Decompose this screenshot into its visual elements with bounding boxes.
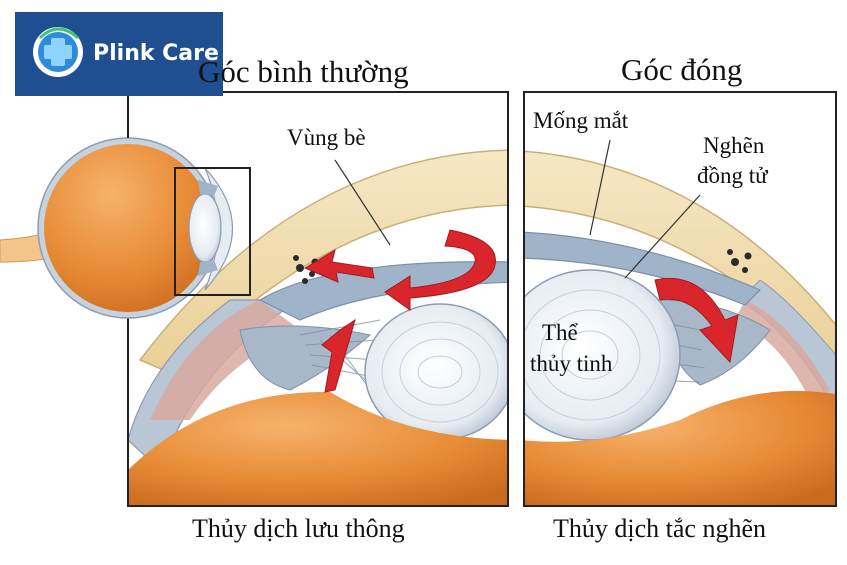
label-lens-line1: Thể [542, 320, 579, 345]
right-panel-frame [523, 91, 837, 507]
label-pupil-block-line1: Nghẽn [703, 133, 765, 158]
right-panel-title: Góc đóng [621, 52, 742, 87]
left-panel-caption: Thủy dịch lưu thông [192, 514, 405, 543]
right-panel-illustration [524, 92, 836, 506]
eye-inset-box [174, 167, 251, 296]
label-trabecular: Vùng bè [287, 125, 366, 150]
eye-cross-section [0, 137, 233, 319]
left-panel-title: Góc bình thường [198, 54, 409, 89]
left-panel-illustration [128, 92, 508, 506]
label-pupil-block-line2: đồng tử [697, 163, 769, 188]
right-panel-caption: Thủy dịch tắc nghẽn [553, 514, 766, 543]
brand-name: Plink Care [93, 41, 219, 66]
brand-logo: Plink Care [15, 12, 223, 96]
label-iris: Mống mắt [533, 108, 629, 133]
label-lens-line2: thủy tinh [530, 351, 613, 376]
